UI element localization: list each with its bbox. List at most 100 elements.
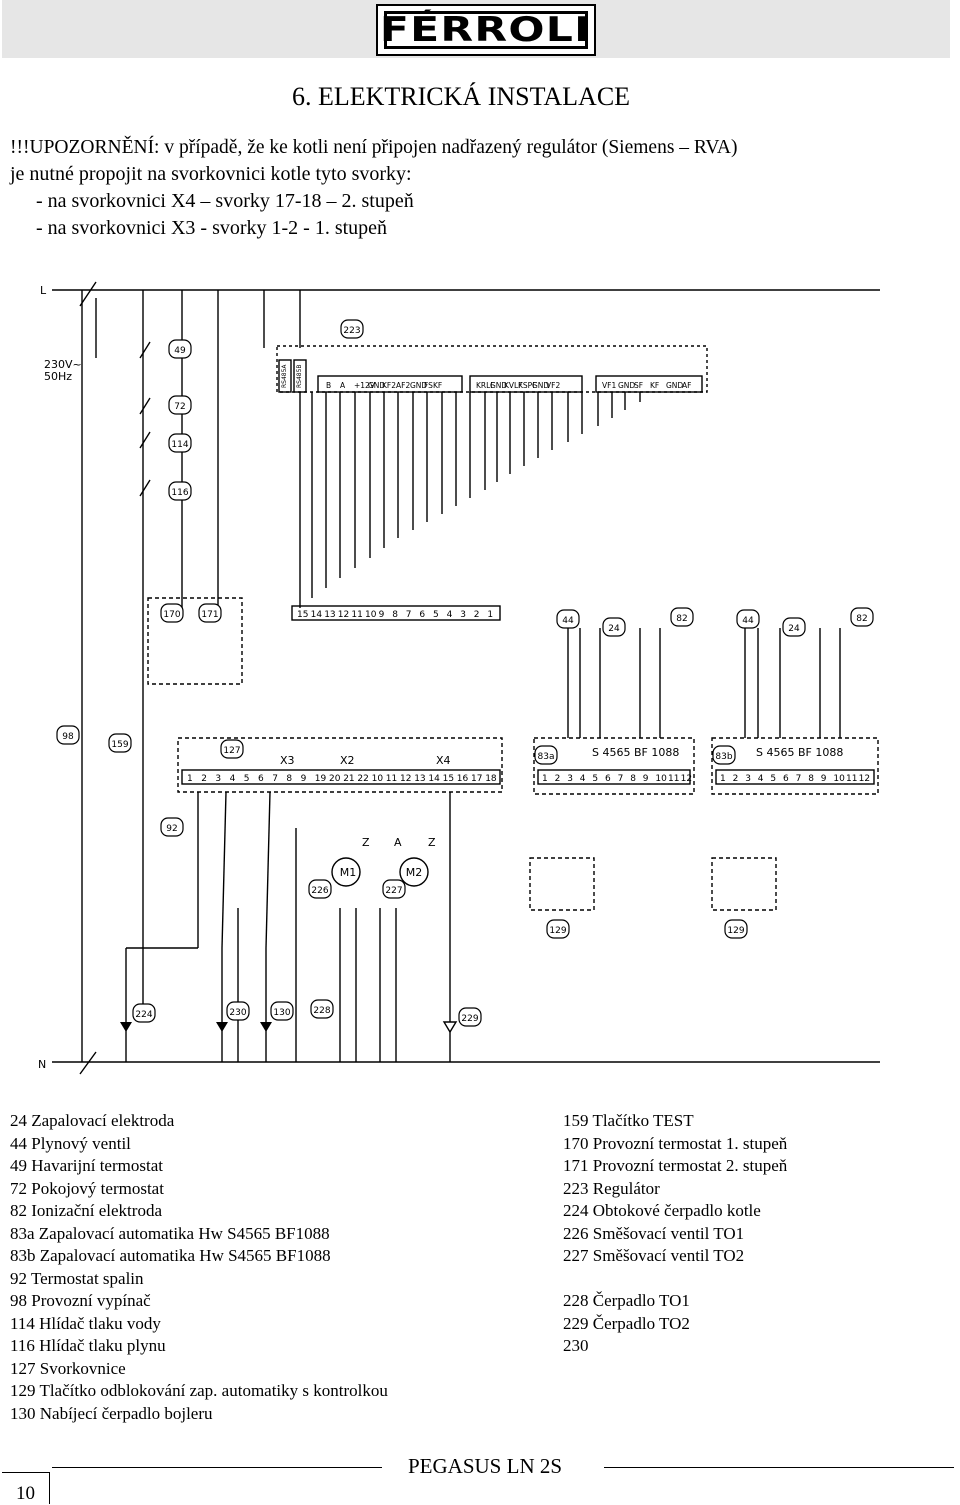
automat-terminal-number: 8 <box>630 774 636 784</box>
regulator-terminal-label: GND <box>666 381 683 390</box>
legend-item: 230 <box>563 1336 589 1355</box>
legend-item: 116 Hlídač tlaku plynu <box>10 1336 166 1355</box>
svg-text:72: 72 <box>174 402 185 412</box>
legend-item: 83b Zapalovací automatika Hw S4565 BF108… <box>10 1246 331 1265</box>
automat-terminal-number: 6 <box>783 774 789 784</box>
legend-item <box>563 1268 787 1291</box>
automat-terminal-number: 7 <box>796 774 802 784</box>
legend-item: 114 Hlídač tlaku vody <box>10 1313 161 1333</box>
automat-terminal-number: 3 <box>567 774 573 784</box>
svg-text:227: 227 <box>385 886 402 896</box>
regulator-terminal-label: GND <box>532 381 549 390</box>
automat-terminal-number: 6 <box>605 774 611 784</box>
svg-text:44: 44 <box>562 616 574 626</box>
automat-terminal-number: 12 <box>681 774 692 784</box>
svg-text:223: 223 <box>343 326 360 336</box>
svg-text:44: 44 <box>742 616 754 626</box>
x-terminal-number: 20 <box>329 774 341 784</box>
logo-text: FÉRROLI <box>380 10 592 50</box>
component-ref-116: 116 <box>168 481 192 501</box>
legend-item: 129 Tlačítko odblokování zap. automatiky… <box>10 1381 388 1400</box>
component-ref-229: 229 <box>458 1007 482 1027</box>
svg-text:114: 114 <box>171 440 188 450</box>
component-ref-227: 227 <box>382 879 406 899</box>
regulator-terminal-label: KRLF <box>476 381 495 390</box>
warning-block: !!!UPOZORNĚNÍ: v případě, že ke kotli ne… <box>10 134 950 242</box>
component-ref-92: 92 <box>160 817 184 837</box>
component-ref-129: 129 <box>724 919 748 939</box>
automat-terminal-number: 10 <box>655 774 667 784</box>
regulator-terminal-label: GND <box>490 381 507 390</box>
legend-item: 228 Čerpadlo TO1 <box>563 1291 690 1310</box>
supply-frequency: 50Hz <box>44 370 72 383</box>
svg-text:116: 116 <box>171 488 188 498</box>
connector-number: 5 <box>433 610 439 620</box>
legend-item: 83a Zapalovací automatika Hw S4565 BF108… <box>10 1223 330 1243</box>
warning-line: - na svorkovnici X3 - svorky 1-2 - 1. st… <box>36 217 388 239</box>
warning-line: je nutné propojit na svorkovnici kotle t… <box>10 163 412 185</box>
component-ref-170: 170 <box>160 603 184 623</box>
x-terminal-number: 16 <box>457 774 469 784</box>
x-terminal-number: 9 <box>301 774 307 784</box>
x-terminal-number: 13 <box>414 774 425 784</box>
component-ref-49: 49 <box>168 339 192 359</box>
terminal-block-x2: X2 <box>340 754 355 767</box>
svg-text:49: 49 <box>174 346 186 356</box>
regulator-terminal-label: GND <box>410 381 427 390</box>
component-ref-127: 127 <box>220 739 244 759</box>
automat-terminal-number: 3 <box>745 774 751 784</box>
automat-terminal-number: 8 <box>808 774 814 784</box>
component-ref-171: 171 <box>198 603 222 623</box>
legend-item: 72 Pokojový termostat <box>10 1178 164 1198</box>
legend-item: 227 Směšovací ventil TO2 <box>563 1246 745 1265</box>
svg-text:129: 129 <box>727 926 744 936</box>
legend-left: 24 Zapalovací elektroda 44 Plynový venti… <box>10 1110 388 1425</box>
component-ref-82: 82 <box>670 607 694 627</box>
warning-line: !!!UPOZORNĚNÍ: v případě, že ke kotli ne… <box>10 137 738 158</box>
regulator-terminal-label: +12V <box>354 381 376 390</box>
connector-number: 3 <box>460 610 466 620</box>
svg-text:171: 171 <box>201 610 218 620</box>
component-ref-230: 230 <box>226 1001 250 1021</box>
automat-terminal-number: 11 <box>668 774 679 784</box>
connector-number: 13 <box>324 610 335 620</box>
svg-text:229: 229 <box>461 1014 478 1024</box>
valve-pin-label: Z <box>428 836 436 849</box>
component-ref-24: 24 <box>782 617 806 637</box>
regulator-terminal-label: AF <box>682 381 691 390</box>
automat-terminal-number: 4 <box>580 774 586 784</box>
svg-text:24: 24 <box>788 624 800 634</box>
component-ref-98: 98 <box>56 725 80 745</box>
connector-number: 9 <box>379 610 385 620</box>
supply-voltage: 230V~ <box>44 358 82 371</box>
regulator-terminal-label: KF <box>650 381 659 390</box>
legend-item: 82 Ionizační elektroda <box>10 1201 162 1220</box>
legend-item: 171 Provozní termostat 2. stupeň <box>563 1156 788 1175</box>
x-terminal-number: 21 <box>343 774 354 784</box>
x-terminal-number: 8 <box>286 774 292 784</box>
legend-item: 170 Provozní termostat 1. stupeň <box>563 1133 788 1153</box>
x-terminal-number: 15 <box>443 774 454 784</box>
automat-terminal-number: 4 <box>758 774 764 784</box>
terminal-block-x3: X3 <box>280 754 295 767</box>
component-ref-226: 226 <box>308 879 332 899</box>
svg-text:82: 82 <box>856 614 867 624</box>
svg-text:92: 92 <box>166 824 177 834</box>
component-ref-44: 44 <box>556 609 580 629</box>
page-number: 10 <box>16 1483 35 1504</box>
connector-number: 8 <box>392 610 398 620</box>
legend-item: 223 Regulátor <box>563 1178 660 1198</box>
automat-terminal-number: 1 <box>720 774 726 784</box>
component-ref-44: 44 <box>736 609 760 629</box>
component-ref-24: 24 <box>602 617 626 637</box>
footer-rule <box>604 1467 954 1468</box>
automat-label-83a: S 4565 BF 1088 <box>592 746 679 759</box>
svg-text:129: 129 <box>549 926 566 936</box>
legend-item: 130 Nabíjecí čerpadlo bojleru <box>10 1403 213 1423</box>
regulator-terminal-label: FSKF <box>424 381 442 390</box>
automat-terminal-number: 7 <box>618 774 624 784</box>
page-number-box <box>2 1472 50 1504</box>
connector-number: 14 <box>311 610 323 620</box>
x-terminal-number: 4 <box>230 774 236 784</box>
x-terminal-number: 11 <box>386 774 397 784</box>
